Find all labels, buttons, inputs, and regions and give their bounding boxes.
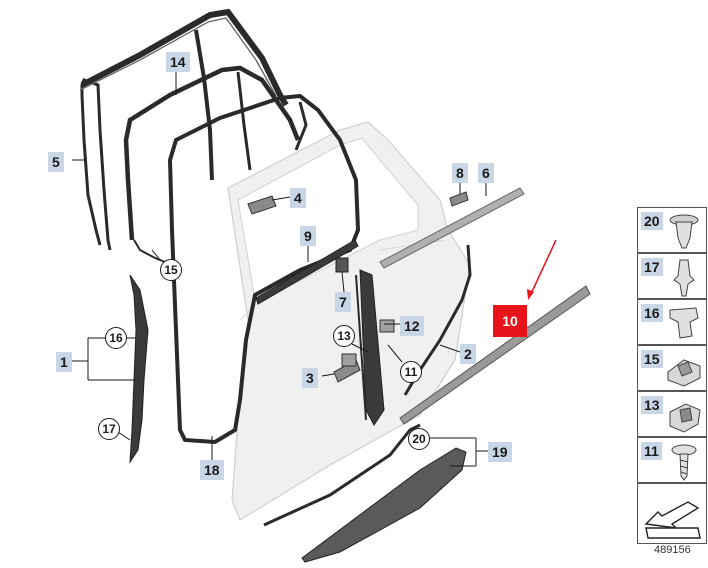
rivet-icon <box>673 259 695 297</box>
label-2: 2 <box>460 344 476 364</box>
trim-part-19 <box>301 447 467 563</box>
label-7: 7 <box>335 292 351 312</box>
legend-cell-16: 16 <box>637 299 707 345</box>
label-6: 6 <box>478 163 494 183</box>
legend-cell-20: 20 <box>637 207 707 253</box>
spring-nut-icon <box>669 403 701 433</box>
legend-number: 15 <box>641 350 663 368</box>
circled-label-15: 15 <box>160 259 182 281</box>
trim-part-12 <box>359 269 385 426</box>
legend-number: 17 <box>641 258 663 276</box>
label-19: 19 <box>488 442 512 462</box>
legend-number: 11 <box>641 442 662 460</box>
legend-cell-15: 15 <box>637 345 707 391</box>
clip-part-7 <box>335 257 349 273</box>
circled-label-13: 13 <box>333 325 355 347</box>
push-pin-icon <box>669 214 699 249</box>
fastener-legend: 20 17 16 15 13 <box>637 207 707 544</box>
clip-part-4 <box>247 195 277 215</box>
nut-clip-icon <box>667 359 701 387</box>
legend-cell-symbol <box>637 483 707 544</box>
direction-arrow-icon <box>644 501 701 539</box>
clip-icon <box>669 307 699 339</box>
figure-number: 489156 <box>654 544 691 556</box>
pillar-part-1 <box>129 274 149 464</box>
circled-label-17: 17 <box>98 418 120 440</box>
legend-number: 16 <box>641 304 663 322</box>
label-1: 1 <box>56 352 72 372</box>
legend-number: 13 <box>641 396 663 414</box>
label-5: 5 <box>48 152 64 172</box>
highlight-label-10: 10 <box>493 305 527 337</box>
strip-part-6 <box>379 187 525 269</box>
circled-label-11: 11 <box>400 361 422 383</box>
legend-cell-17: 17 <box>637 253 707 299</box>
clip-part-8 <box>449 191 469 207</box>
label-12: 12 <box>400 316 424 336</box>
screw-icon <box>671 444 697 481</box>
channel-part-9 <box>255 239 359 305</box>
seal-part-5 <box>80 78 112 251</box>
seal-part-18 <box>167 93 361 445</box>
label-3: 3 <box>302 368 318 388</box>
legend-number: 20 <box>641 212 663 230</box>
label-9: 9 <box>300 226 316 246</box>
label-4: 4 <box>290 188 306 208</box>
label-14: 14 <box>166 52 190 72</box>
circled-label-16: 16 <box>105 327 127 349</box>
legend-cell-11: 11 <box>637 437 707 483</box>
circled-label-20: 20 <box>408 428 430 450</box>
seal-part-14 <box>80 8 289 107</box>
legend-cell-13: 13 <box>637 391 707 437</box>
label-18: 18 <box>200 460 224 480</box>
label-8: 8 <box>452 163 468 183</box>
